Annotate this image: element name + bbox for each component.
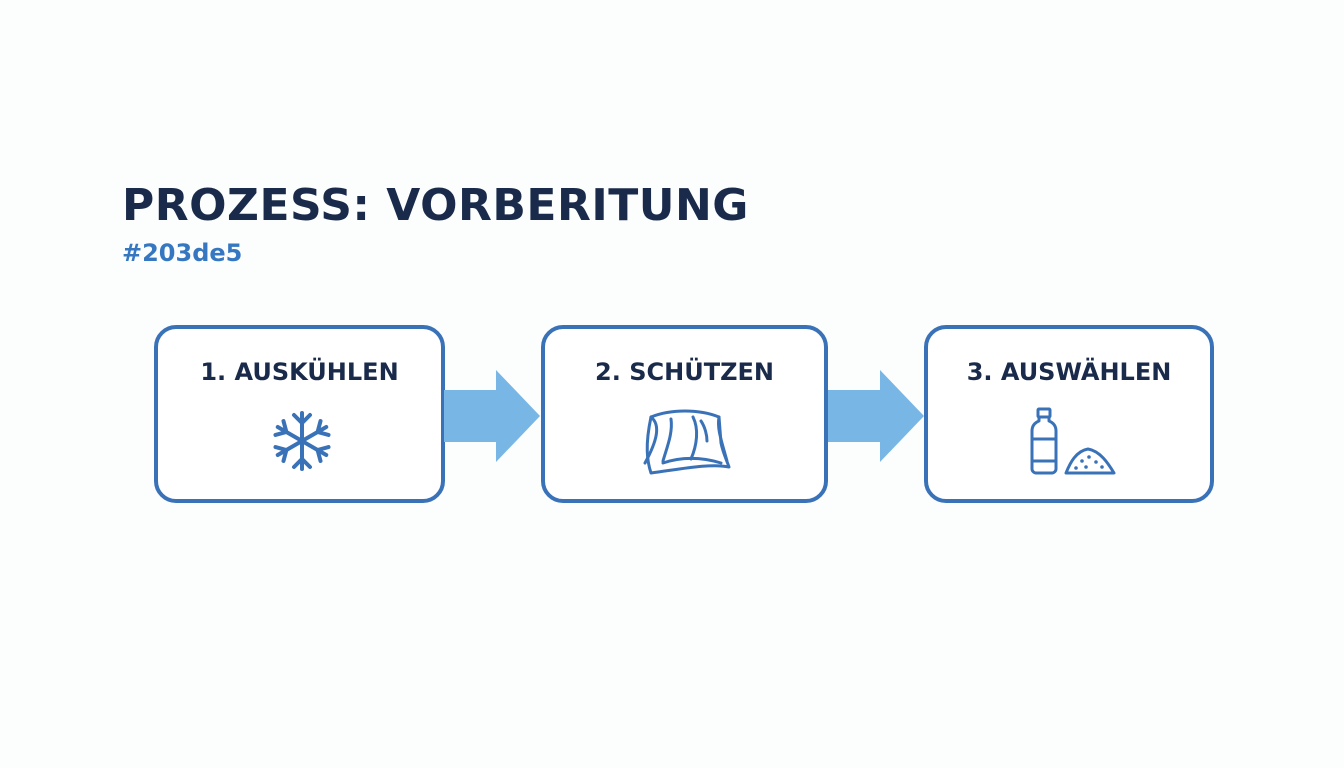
bottle-and-powder-icon <box>1030 407 1116 475</box>
diagram-subtitle: #203de5 <box>122 239 243 267</box>
diagram-title: PROZESS: VORBERITUNG <box>122 180 749 231</box>
step-box-1: 1. AUSKÜHLEN <box>154 325 445 503</box>
step-box-2: 2. SCHÜTZEN <box>541 325 828 503</box>
step-label-1: 1. AUSKÜHLEN <box>200 358 399 386</box>
step-label-3: 3. AUSWÄHLEN <box>966 358 1172 386</box>
step-box-3: 3. AUSWÄHLEN <box>924 325 1214 503</box>
arrow-right-icon <box>444 370 540 462</box>
arrow-right-icon <box>828 370 924 462</box>
snowflake-icon <box>273 411 331 471</box>
cover-cloth-icon <box>643 409 731 475</box>
step-label-2: 2. SCHÜTZEN <box>595 358 774 386</box>
